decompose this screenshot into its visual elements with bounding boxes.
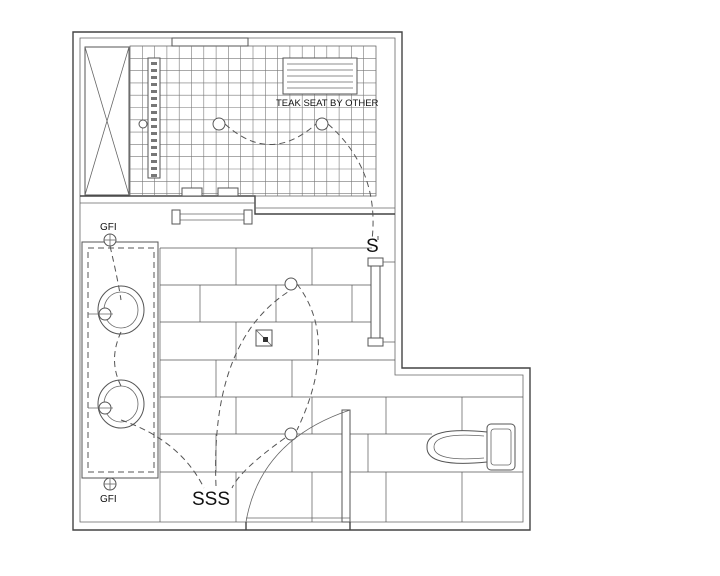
inner-wall bbox=[79, 37, 524, 523]
shower-tile-grid bbox=[129, 45, 377, 197]
teak-seat bbox=[282, 57, 358, 95]
wiring-sinks bbox=[109, 245, 205, 489]
gfi-outlet-top bbox=[103, 233, 117, 247]
entry-door bbox=[245, 409, 351, 530]
shower-light-3 bbox=[138, 119, 148, 129]
ceiling-light-1 bbox=[284, 277, 298, 291]
gfi-label-top: GFI bbox=[100, 222, 117, 233]
vanity-counter bbox=[81, 241, 159, 479]
toilet bbox=[426, 423, 516, 471]
linear-drain bbox=[147, 57, 161, 179]
shower-light-wiring bbox=[224, 123, 374, 241]
ceiling-light-2 bbox=[284, 427, 298, 441]
gfi-outlet-bottom bbox=[103, 477, 117, 491]
shower-bench bbox=[84, 46, 130, 196]
gfi-label-bottom: GFI bbox=[100, 494, 117, 505]
sink-bottom bbox=[88, 379, 145, 429]
shower-valves bbox=[171, 187, 253, 225]
shower-partition-wall bbox=[80, 195, 395, 215]
outer-wall bbox=[72, 31, 531, 531]
switch-main: S bbox=[366, 236, 379, 257]
floor-drain bbox=[255, 329, 273, 347]
wiring-lights bbox=[215, 283, 319, 489]
teak-seat-label: TEAK SEAT BY OTHER bbox=[276, 98, 379, 109]
sink-top bbox=[88, 285, 145, 335]
shower-light-2 bbox=[315, 117, 329, 131]
top-window bbox=[171, 37, 249, 47]
switch-group: SSS bbox=[192, 489, 230, 510]
shower-light-1 bbox=[212, 117, 226, 131]
towel-bar bbox=[367, 257, 395, 347]
